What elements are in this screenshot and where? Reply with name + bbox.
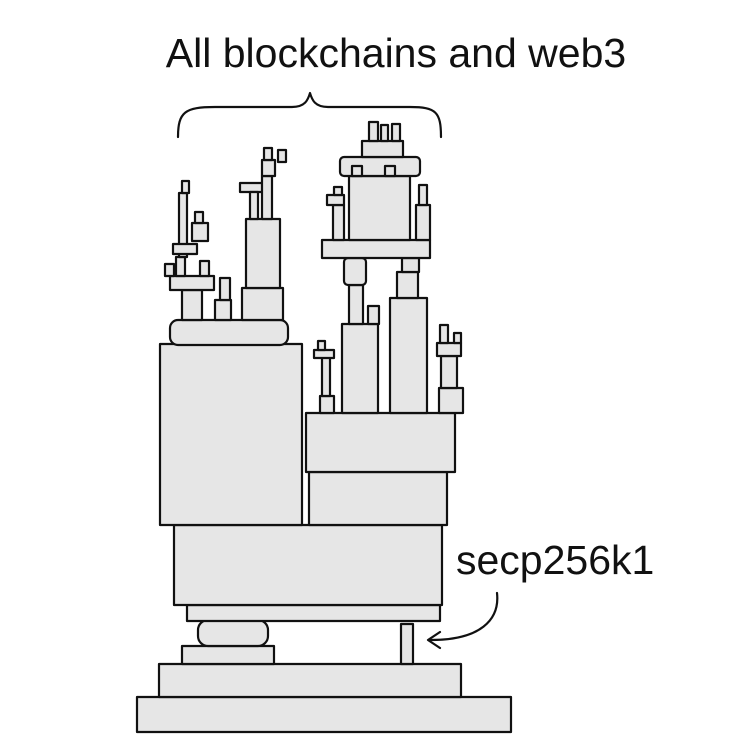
round-pillar (198, 620, 268, 646)
left-small-post (215, 300, 231, 320)
castle-head (362, 141, 403, 157)
left-pin-a (176, 257, 185, 276)
large-left-block (160, 344, 302, 525)
castle-left-post (333, 205, 344, 240)
left-tall-neck-b (262, 176, 272, 219)
left-tall-tip-a (264, 148, 272, 160)
left-cap (170, 320, 288, 345)
top-brace (178, 93, 441, 137)
castle-spike-b (381, 125, 388, 141)
left-pin-b (200, 261, 209, 276)
right-column-b-cap (402, 258, 419, 272)
wide-middle-block (174, 525, 442, 605)
left-small-knob (220, 278, 230, 300)
right-column-b (390, 298, 427, 413)
right-edge-tip-a (440, 325, 448, 343)
left-base-stub (182, 290, 202, 320)
right-post-short-neck (322, 356, 330, 396)
castle-right-neck (419, 185, 427, 205)
right-column-a-head (344, 258, 366, 285)
right-edge-post (439, 388, 463, 413)
castle-spike-a (369, 122, 378, 141)
castle-ledge (322, 240, 430, 258)
left-tall-knob (262, 160, 275, 176)
left-footing (182, 646, 274, 664)
right-post-short-tip (318, 341, 325, 350)
left-spire-tip (182, 181, 189, 193)
base-platform (159, 664, 461, 697)
right-column-a-neck (349, 285, 363, 324)
right-block-upper (306, 413, 455, 472)
right-edge-tip-b (454, 333, 461, 343)
secp256k1-label: secp256k1 (456, 537, 654, 584)
castle-right-post (416, 205, 430, 240)
left-crossbar (173, 244, 197, 254)
castle-left-tip (334, 187, 342, 195)
right-column-b-head (397, 272, 418, 298)
base-slab (137, 697, 511, 732)
left-tall-neck-a (250, 192, 258, 219)
castle-body (349, 176, 410, 240)
right-column-a (342, 324, 378, 413)
castle-tower-stub-a (352, 166, 362, 176)
right-post-short-cap (314, 350, 334, 358)
left-ledge (170, 276, 214, 290)
secp256k1-pillar (401, 624, 413, 664)
right-block-lower (309, 472, 447, 525)
right-post-short (320, 396, 334, 413)
left-side-pin (195, 212, 203, 223)
left-tall-tip-b (278, 150, 286, 162)
right-edge-cap (437, 343, 461, 356)
left-tall-column (246, 219, 280, 288)
castle-spike-c (392, 124, 400, 141)
left-mid-block (242, 288, 283, 320)
lower-shelf (187, 605, 440, 621)
right-column-a-pin (368, 306, 379, 324)
right-edge-neck (441, 356, 457, 388)
left-pin-c (165, 264, 174, 276)
left-side-knob (192, 223, 208, 241)
castle-tower-stub-b (385, 166, 395, 176)
castle-left-cap (327, 195, 344, 205)
